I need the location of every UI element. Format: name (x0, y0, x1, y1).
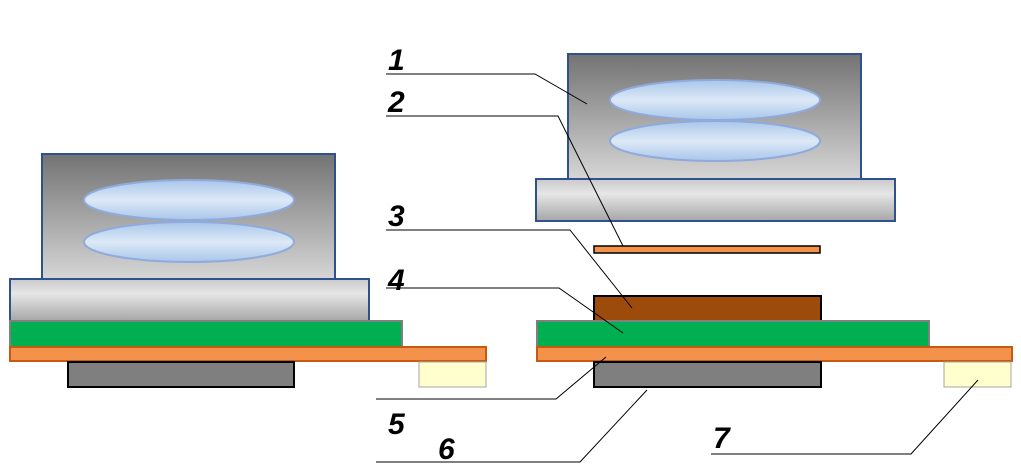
label-2: 2 (387, 86, 405, 119)
left-assembly (9, 153, 487, 388)
label-3: 3 (388, 200, 405, 233)
leader-7 (711, 379, 979, 455)
lens-top (83, 179, 295, 221)
leader-3 (386, 229, 633, 309)
orange-strip (593, 245, 821, 254)
orange-layer (9, 346, 487, 362)
leader-1 (386, 73, 588, 105)
leader-lines (376, 73, 979, 463)
label-4: 4 (387, 264, 405, 297)
orange-layer (536, 346, 1013, 362)
label-1: 1 (388, 44, 405, 77)
leader-4 (386, 287, 624, 334)
camera-base (9, 278, 370, 322)
label-7: 7 (713, 422, 731, 455)
camera-base (535, 178, 896, 222)
bottom-block (593, 361, 822, 388)
right-assembly (535, 53, 1013, 388)
label-6: 6 (438, 433, 455, 466)
green-layer (536, 320, 930, 348)
lens-bottom (609, 120, 821, 162)
leader-6 (376, 389, 648, 463)
lens-top (609, 79, 821, 121)
green-layer (9, 320, 403, 348)
brown-block (593, 295, 822, 323)
lens-bottom (83, 221, 295, 263)
label-5: 5 (388, 408, 406, 441)
pad (418, 361, 487, 388)
callout-labels: 1 2 3 4 5 6 7 (387, 44, 731, 466)
leader-2 (386, 115, 624, 247)
bottom-block (67, 361, 295, 388)
leader-5 (376, 356, 607, 400)
pad (943, 361, 1012, 388)
